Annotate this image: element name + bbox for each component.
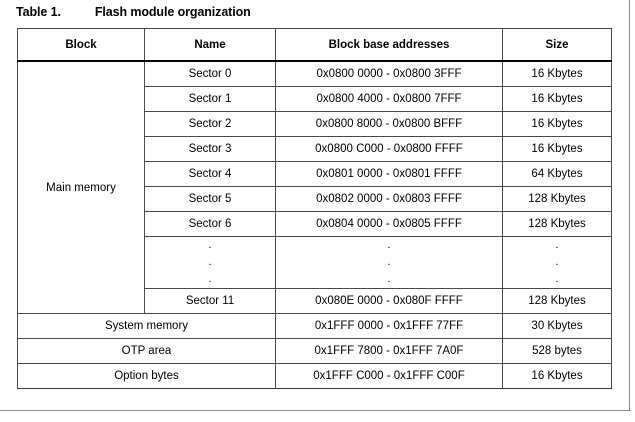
cell-ellipsis-address: . . . (275, 236, 503, 289)
cell-ellipsis-name: . . . (144, 236, 276, 289)
cell-ellipsis-size: . . . (502, 236, 612, 289)
vertical-ellipsis-icon: . . . (555, 239, 559, 285)
table-row: System memory 0x1FFF 0000 - 0x1FFF 77FF … (17, 313, 612, 339)
cell-sector-address: 0x0801 0000 - 0x0801 FFFF (275, 161, 503, 187)
table-caption-label: Table 1. (16, 5, 61, 19)
cell-sector-size: 16 Kbytes (502, 111, 612, 137)
cell-otp-area-address: 0x1FFF 7800 - 0x1FFF 7A0F (275, 338, 503, 364)
table-row: Sector 3 0x0800 C000 - 0x0800 FFFF 16 Kb… (18, 136, 612, 162)
cell-sector-size: 16 Kbytes (502, 86, 612, 112)
cell-sector-name: Sector 5 (144, 186, 276, 212)
column-header-size: Size (502, 28, 612, 62)
vertical-ellipsis-icon: . . . (387, 239, 391, 285)
cell-sector-address: 0x0802 0000 - 0x0803 FFFF (275, 186, 503, 212)
table-row: Main memory Sector 0 0x0800 0000 - 0x080… (17, 60, 612, 314)
cell-sector-name: Sector 3 (144, 136, 276, 162)
cell-otp-area-label: OTP area (17, 338, 276, 364)
cell-block-main-memory: Main memory (17, 60, 145, 314)
table-row: Sector 2 0x0800 8000 - 0x0800 BFFF 16 Kb… (18, 111, 612, 137)
cell-sector-size: 128 Kbytes (502, 288, 612, 314)
cell-sector-name: Sector 1 (144, 86, 276, 112)
table-row: Option bytes 0x1FFF C000 - 0x1FFF C00F 1… (17, 363, 612, 389)
cell-sector-size: 128 Kbytes (502, 186, 612, 212)
table-row: Sector 11 0x080E 0000 - 0x080F FFFF 128 … (18, 288, 612, 314)
cell-system-memory-address: 0x1FFF 0000 - 0x1FFF 77FF (275, 313, 503, 339)
cell-sector-size: 16 Kbytes (502, 60, 612, 87)
cell-sector-size: 64 Kbytes (502, 161, 612, 187)
cell-sector-name: Sector 4 (144, 161, 276, 187)
table-row: Sector 5 0x0802 0000 - 0x0803 FFFF 128 K… (18, 186, 612, 212)
column-header-block: Block (17, 28, 145, 62)
cell-option-bytes-address: 0x1FFF C000 - 0x1FFF C00F (275, 363, 503, 389)
cell-option-bytes-size: 16 Kbytes (502, 363, 612, 389)
cell-sector-address: 0x0800 0000 - 0x0800 3FFF (275, 60, 503, 87)
cell-sector-address: 0x080E 0000 - 0x080F FFFF (275, 288, 503, 314)
cell-sector-size: 128 Kbytes (502, 211, 612, 237)
table-row: Sector 4 0x0801 0000 - 0x0801 FFFF 64 Kb… (18, 161, 612, 187)
table-row: OTP area 0x1FFF 7800 - 0x1FFF 7A0F 528 b… (17, 338, 612, 364)
cell-sector-name: Sector 6 (144, 211, 276, 237)
table-header-row: Block Name Block base addresses Size (17, 28, 612, 62)
cell-option-bytes-label: Option bytes (17, 363, 276, 389)
table-row-ellipsis: . . . . . . . . . (18, 236, 612, 289)
cell-otp-area-size: 528 bytes (502, 338, 612, 364)
cell-sector-address: 0x0804 0000 - 0x0805 FFFF (275, 211, 503, 237)
cell-sector-size: 16 Kbytes (502, 136, 612, 162)
cell-sector-name: Sector 2 (144, 111, 276, 137)
column-header-address: Block base addresses (275, 28, 503, 62)
cell-sector-name: Sector 11 (144, 288, 276, 314)
cell-system-memory-size: 30 Kbytes (502, 313, 612, 339)
table-caption-title: Flash module organization (94, 5, 251, 19)
cell-sector-address: 0x0800 8000 - 0x0800 BFFF (275, 111, 503, 137)
page-border-bottom (0, 410, 631, 411)
cell-sector-name: Sector 0 (144, 60, 276, 87)
flash-module-organization-table: Block Name Block base addresses Size Mai… (17, 28, 612, 389)
vertical-ellipsis-icon: . . . (208, 239, 212, 285)
table-row: Sector 1 0x0800 4000 - 0x0800 7FFF 16 Kb… (18, 86, 612, 112)
column-header-name: Name (144, 28, 276, 62)
cell-sector-address: 0x0800 4000 - 0x0800 7FFF (275, 86, 503, 112)
table-caption: Table 1. Flash module organization (16, 5, 251, 19)
page-border-right (629, 0, 630, 410)
cell-sector-address: 0x0800 C000 - 0x0800 FFFF (275, 136, 503, 162)
cell-system-memory-label: System memory (17, 313, 276, 339)
